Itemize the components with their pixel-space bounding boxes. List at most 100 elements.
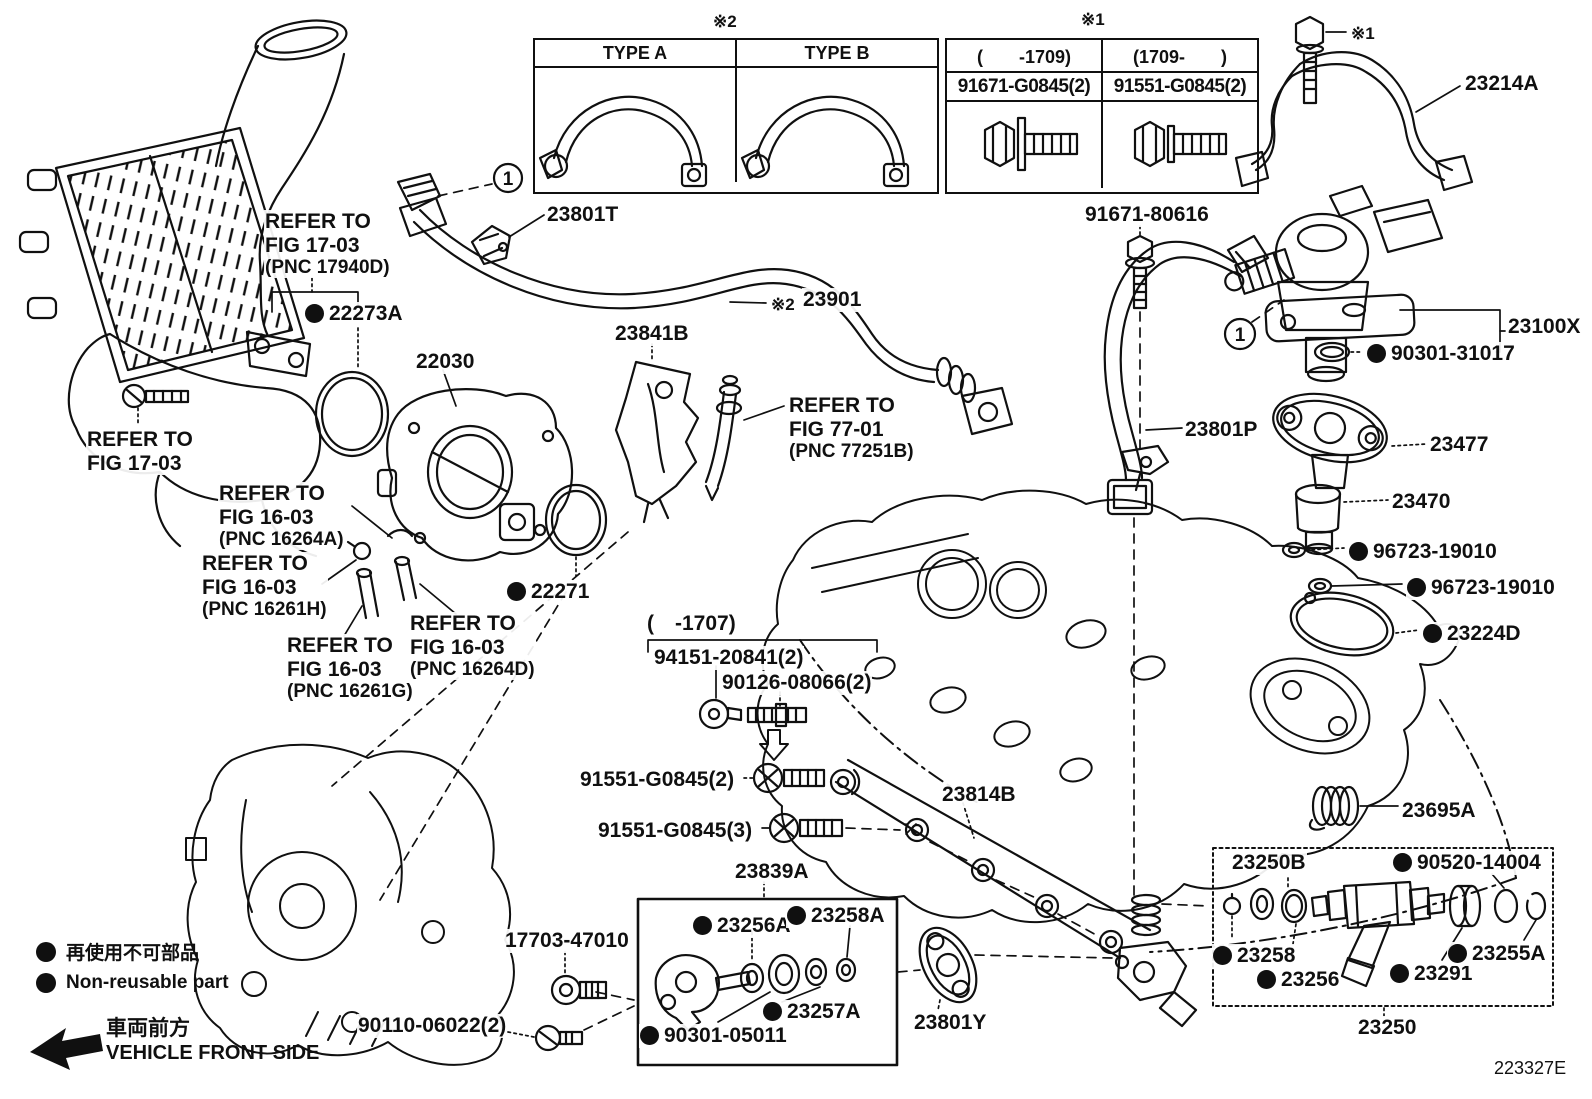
non-reusable-dot bbox=[640, 1026, 659, 1045]
bolt-top-right-art bbox=[1294, 15, 1347, 105]
part-23256A-text: 23256A bbox=[717, 914, 791, 937]
throttle-body-art bbox=[376, 369, 574, 562]
part-94151-20841: 94151-20841(2) bbox=[653, 646, 805, 670]
timing-cover-art bbox=[185, 743, 515, 1066]
part-23214A: 23214A bbox=[1464, 72, 1540, 96]
non-reusable-dot bbox=[1407, 578, 1426, 597]
part-17703-47010-text: 17703-47010 bbox=[505, 929, 629, 952]
bracket-23841B-art bbox=[614, 343, 785, 524]
part-23814B: 23814B bbox=[941, 783, 1017, 807]
spring-23695A-art bbox=[1308, 785, 1399, 831]
injector-box-art bbox=[1212, 847, 1554, 1017]
part-23801Y: 23801Y bbox=[913, 1011, 988, 1035]
hose-type-b-header: TYPE B bbox=[735, 40, 937, 66]
fuel-rail-art bbox=[829, 758, 1209, 1028]
part-22271: 22271 bbox=[506, 580, 591, 604]
part-23291: 23291 bbox=[1389, 962, 1474, 986]
mark-bolt-table-text: ※1 bbox=[1081, 10, 1105, 29]
legend: 再使用不可部品 Non-reusable part bbox=[36, 938, 229, 1001]
part-22271-text: 22271 bbox=[531, 580, 590, 603]
part-23100X: 23100X bbox=[1507, 315, 1582, 339]
range-1707: ( -1707) bbox=[646, 612, 737, 636]
circled-number-pump: 1 bbox=[1223, 299, 1285, 351]
non-reusable-dot bbox=[305, 304, 324, 323]
part-96723-19010-lower-text: 96723-19010 bbox=[1431, 576, 1555, 599]
non-reusable-dot bbox=[36, 973, 56, 993]
bolt-table-part-right: 91551-G0845(2) bbox=[1101, 73, 1257, 100]
part-23477: 23477 bbox=[1429, 433, 1490, 457]
tube-23214A-art bbox=[1234, 51, 1474, 192]
hose-type-a-header: TYPE A bbox=[602, 43, 668, 63]
part-23256A: 23256A bbox=[692, 914, 792, 938]
part-90301-31017-text: 90301-31017 bbox=[1391, 342, 1515, 365]
part-91551-G0845-2-text: 91551-G0845(2) bbox=[580, 768, 735, 791]
part-90520-14004-text: 90520-14004 bbox=[1417, 851, 1541, 874]
mark-23901: ※2 bbox=[770, 295, 796, 315]
hose-type-b-art bbox=[740, 95, 910, 188]
part-23255A-text: 23255A bbox=[1472, 942, 1546, 965]
part-23250B: 23250B bbox=[1231, 851, 1307, 875]
part-23256-text: 23256 bbox=[1281, 968, 1340, 991]
vehicle-front-arrow bbox=[30, 1028, 103, 1070]
legend-row-en: Non-reusable part bbox=[36, 972, 229, 994]
part-23258: 23258 bbox=[1212, 944, 1297, 968]
non-reusable-dot bbox=[1349, 542, 1368, 561]
pressure-regulator-box-art bbox=[636, 881, 899, 1067]
non-reusable-dot bbox=[1257, 970, 1276, 989]
small-pipes-art bbox=[321, 505, 457, 637]
part-91551-G0845-3-text: 91551-G0845(3) bbox=[598, 819, 753, 842]
part-23250: 23250 bbox=[1357, 1016, 1418, 1040]
part-91671-80616: 91671-80616 bbox=[1084, 203, 1210, 227]
part-23291-text: 23291 bbox=[1414, 962, 1473, 985]
flange-23801Y-art bbox=[897, 926, 1113, 1011]
part-23841B-text: 23841B bbox=[615, 322, 689, 345]
part-23250-text: 23250 bbox=[1358, 1016, 1417, 1039]
part-23470-text: 23470 bbox=[1392, 490, 1451, 513]
non-reusable-dot bbox=[787, 906, 806, 925]
part-94151-20841-text: 94151-20841(2) bbox=[654, 646, 804, 669]
part-23801P-text: 23801P bbox=[1185, 418, 1258, 441]
mark-hose-table: ※2 bbox=[712, 12, 738, 32]
legend-en-text: Non-reusable part bbox=[66, 972, 229, 993]
part-23901: 23901 bbox=[802, 288, 863, 312]
bolt-17703-art bbox=[550, 951, 635, 1006]
part-23257A: 23257A bbox=[762, 1000, 862, 1024]
part-90110-06022-text: 90110-06022(2) bbox=[358, 1014, 507, 1037]
non-reusable-dot bbox=[1423, 624, 1442, 643]
part-91551-G0845-3: 91551-G0845(3) bbox=[597, 819, 754, 843]
part-90126-08066: 90126-08066(2) bbox=[721, 671, 873, 695]
bolt-table-header-left: ( -1709) bbox=[976, 47, 1072, 67]
gasket-23224D-art bbox=[1289, 591, 1420, 657]
circled-number-hose: 1 bbox=[492, 162, 524, 194]
part-23250B-text: 23250B bbox=[1232, 851, 1306, 874]
part-23841B: 23841B bbox=[614, 322, 690, 346]
non-reusable-dot bbox=[1448, 944, 1467, 963]
hose-23901-art bbox=[396, 172, 1014, 436]
non-reusable-dot bbox=[1390, 964, 1409, 983]
non-reusable-dot bbox=[36, 941, 56, 962]
vehicle-front-label: 車両前方 VEHICLE FRONT SIDE bbox=[106, 1012, 319, 1065]
rail-bolts-art bbox=[647, 639, 917, 844]
range-1707-text: ( -1707) bbox=[647, 612, 736, 635]
part-23257A-text: 23257A bbox=[787, 1000, 861, 1023]
part-23477-text: 23477 bbox=[1430, 433, 1489, 456]
mark-bolt-table: ※1 bbox=[1080, 10, 1106, 30]
pump-bolt-art bbox=[1124, 225, 1156, 451]
flange-23477-art bbox=[1272, 392, 1427, 490]
mark-top-bolt-text: ※1 bbox=[1351, 24, 1375, 43]
part-90301-05011-text: 90301-05011 bbox=[664, 1024, 787, 1047]
intercooler-art bbox=[18, 19, 348, 384]
part-23258A: 23258A bbox=[786, 904, 886, 928]
part-23801T: 23801T bbox=[546, 203, 620, 227]
